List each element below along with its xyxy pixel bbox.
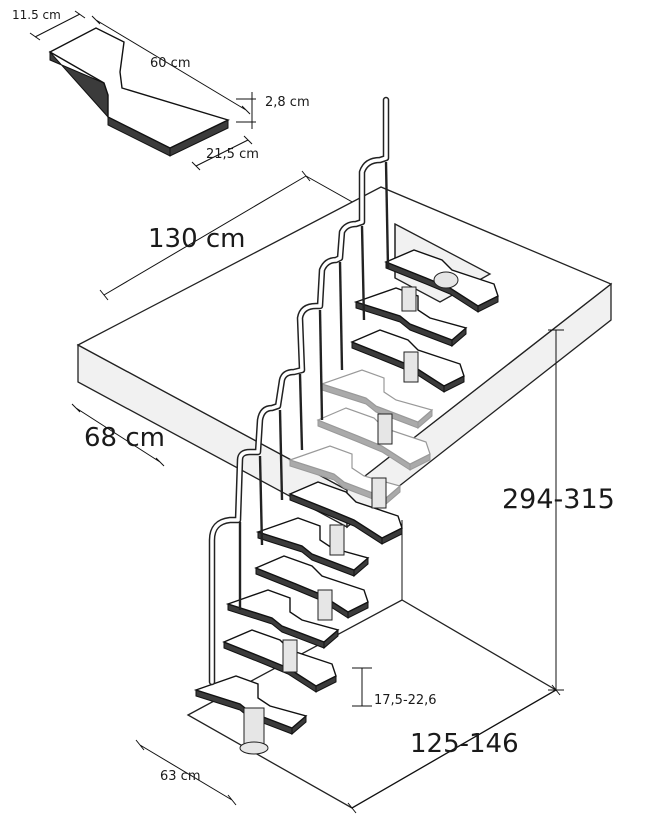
opening-width-label: 68 cm	[84, 423, 165, 453]
post-segment	[401, 286, 417, 312]
dim-line-11-5	[29, 10, 86, 41]
baluster	[278, 409, 284, 501]
tread-top	[255, 517, 370, 571]
tread-length-label: 60 cm	[150, 56, 191, 71]
base-plate	[239, 741, 269, 755]
dim-line-21-5	[191, 135, 253, 171]
handrail-highlight	[210, 98, 388, 684]
dim-line-2-8	[236, 92, 256, 129]
ground-outline	[186, 520, 558, 809]
stair-tread	[254, 555, 369, 619]
baluster	[318, 309, 324, 421]
post-segment	[317, 589, 333, 621]
tread-top	[288, 481, 403, 539]
top-fixing-plate	[433, 271, 459, 289]
tread-top	[316, 407, 431, 465]
stair-tread	[222, 629, 337, 693]
tread-detail-drawing: 11.5 cm 60 cm 2,8 cm 21,5 cm	[12, 8, 310, 171]
handrail	[208, 96, 390, 686]
stair-tread	[316, 407, 431, 471]
tread-thickness-label: 2,8 cm	[265, 95, 310, 110]
dim-line-68	[71, 403, 165, 467]
opening-dimensions: 130 cm 68 cm	[71, 170, 581, 467]
baluster	[298, 373, 304, 451]
post-segment	[371, 477, 387, 509]
opening-length-label: 130 cm	[148, 224, 246, 254]
post-segment	[282, 639, 298, 673]
going-length-label: 125-146	[410, 729, 519, 759]
footprint-width-label: 63 cm	[160, 769, 201, 784]
tread-top	[222, 629, 337, 687]
riser-height-label: 17,5-22,6	[374, 693, 437, 708]
total-height-label: 294-315	[502, 484, 615, 515]
baluster	[360, 225, 366, 321]
dim-line-riser	[352, 667, 372, 707]
dim-line-60	[91, 15, 251, 115]
dim-line-footprint	[135, 739, 237, 806]
tread-top	[254, 555, 369, 613]
post-segment	[377, 413, 393, 445]
central-posts	[239, 271, 459, 755]
tread-depth-large-label: 21,5 cm	[206, 147, 259, 162]
dim-line-going	[347, 684, 561, 814]
tread-top	[225, 589, 340, 643]
stair-tread	[225, 589, 340, 650]
tread-top	[320, 369, 434, 423]
baluster	[384, 161, 390, 269]
post-segment	[403, 351, 419, 383]
baluster	[338, 261, 344, 371]
post-segment	[329, 524, 345, 556]
height-dimensions: 294-315 17,5-22,6 125-146 63 cm	[135, 329, 615, 814]
tread-detail-top	[48, 27, 230, 149]
stair-tread	[320, 369, 434, 430]
tread-depth-small-label: 11.5 cm	[12, 8, 61, 22]
baluster	[258, 455, 264, 546]
stair-tread	[255, 517, 370, 578]
stair-tread	[288, 481, 403, 545]
